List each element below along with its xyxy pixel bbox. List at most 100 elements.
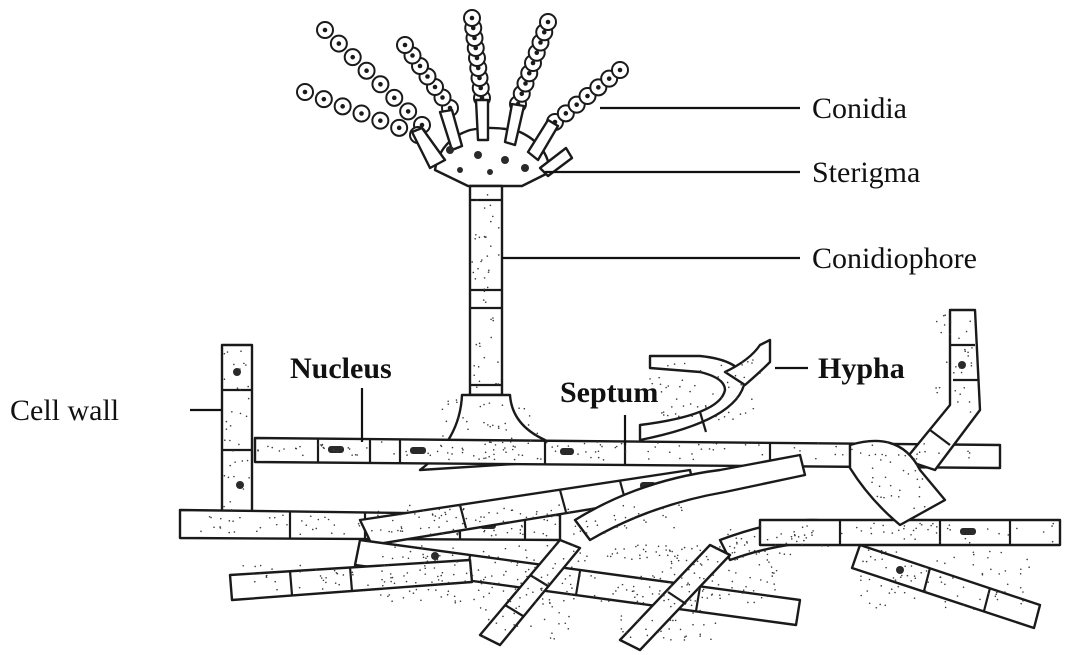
stipple-dot — [597, 441, 599, 443]
stipple-dot — [318, 444, 320, 446]
stipple-dot — [779, 552, 781, 554]
stipple-dot — [735, 537, 737, 539]
stipple-dot — [647, 451, 649, 453]
stipple-dot — [511, 561, 513, 563]
stipple-dot — [481, 583, 483, 585]
stipple-dot — [485, 457, 487, 459]
stipple-dot — [908, 473, 910, 475]
stipple-dot — [860, 595, 862, 597]
stipple-dot — [634, 596, 636, 598]
stipple-dot — [881, 550, 883, 552]
stipple-dot — [230, 425, 232, 427]
stipple-dot — [479, 343, 481, 345]
stipple-dot — [669, 582, 671, 584]
stipple-dot — [880, 459, 882, 461]
stipple-dot — [503, 590, 505, 592]
stipple-dot — [483, 458, 485, 460]
stipple-dot — [758, 552, 760, 554]
stipple-dot — [481, 259, 483, 261]
stipple-dot — [550, 637, 552, 639]
stipple-dot — [530, 625, 532, 627]
stipple-dot — [694, 572, 696, 574]
stipple-dot — [498, 583, 500, 585]
stipple-dot — [669, 451, 671, 453]
stipple-dot — [474, 238, 476, 240]
stipple-dot — [256, 531, 258, 533]
stipple-dot — [900, 576, 902, 578]
stipple-dot — [887, 442, 889, 444]
stipple-dot — [988, 593, 990, 595]
stipple-dot — [577, 453, 579, 455]
stipple-dot — [925, 566, 927, 568]
stipple-dot — [248, 477, 250, 479]
stipple-dot — [727, 382, 729, 384]
stipple-dot — [866, 561, 868, 563]
stipple-dot — [549, 602, 551, 604]
stipple-dot — [767, 554, 769, 556]
stipple-dot — [1004, 591, 1006, 593]
stipple-dot — [451, 453, 453, 455]
stipple-dot — [584, 443, 586, 445]
stipple-dot — [437, 559, 439, 561]
stipple-dot — [586, 521, 588, 523]
stipple-dot — [414, 513, 416, 515]
stipple-dot — [464, 580, 466, 582]
stipple-dot — [890, 461, 892, 463]
stipple-dot — [335, 582, 337, 584]
stipple-dot — [688, 584, 690, 586]
stipple-dot — [654, 446, 656, 448]
stipple-dot — [870, 556, 872, 558]
stipple-dot — [544, 583, 546, 585]
stipple-dot — [405, 451, 407, 453]
stipple-dot — [438, 517, 440, 519]
stipple-dot — [794, 447, 796, 449]
stipple-dot — [904, 538, 906, 540]
stipple-dot — [551, 606, 553, 608]
stipple-dot — [478, 458, 480, 460]
stipple-dot — [427, 453, 429, 455]
stipple-dot — [668, 628, 670, 630]
stipple-dot — [570, 593, 572, 595]
stipple-dot — [798, 536, 800, 538]
stipple-dot — [728, 570, 730, 572]
stipple-dot — [380, 594, 382, 596]
stipple-dot — [869, 579, 871, 581]
stipple-dot — [675, 620, 677, 622]
stipple-dot — [392, 520, 394, 522]
stipple-dot — [625, 451, 627, 453]
stipple-dot — [513, 445, 515, 447]
stipple-dot — [734, 559, 736, 561]
stipple-dot — [957, 401, 959, 403]
stipple-dot — [209, 516, 211, 518]
stipple-dot — [276, 524, 278, 526]
stipple-dot — [743, 377, 745, 379]
stipple-dot — [447, 452, 449, 454]
stipple-dot — [923, 443, 925, 445]
stipple-dot — [684, 639, 686, 641]
stipple-dot — [579, 575, 581, 577]
stipple-dot — [586, 555, 588, 557]
stipple-dot — [949, 524, 951, 526]
stipple-dot — [927, 581, 929, 583]
stipple-dot — [430, 533, 432, 535]
stipple-dot — [871, 481, 873, 483]
stipple-dot — [555, 514, 557, 516]
conidium-nucleus — [425, 74, 430, 79]
stipple-dot — [751, 398, 753, 400]
stipple-dot — [462, 448, 464, 450]
stipple-dot — [624, 557, 626, 559]
stipple-dot — [568, 616, 570, 618]
conidium-nucleus — [359, 111, 364, 116]
stipple-dot — [558, 612, 560, 614]
stipple-dot — [870, 527, 872, 529]
stipple-dot — [681, 549, 683, 551]
stipple-dot — [1020, 587, 1022, 589]
stipple-dot — [563, 600, 565, 602]
stipple-dot — [510, 441, 512, 443]
stipple-dot — [302, 455, 304, 457]
stipple-dot — [717, 561, 719, 563]
stipple-dot — [228, 477, 230, 479]
stipple-dot — [388, 594, 390, 596]
stipple-dot — [479, 521, 481, 523]
stipple-dot — [950, 321, 952, 323]
